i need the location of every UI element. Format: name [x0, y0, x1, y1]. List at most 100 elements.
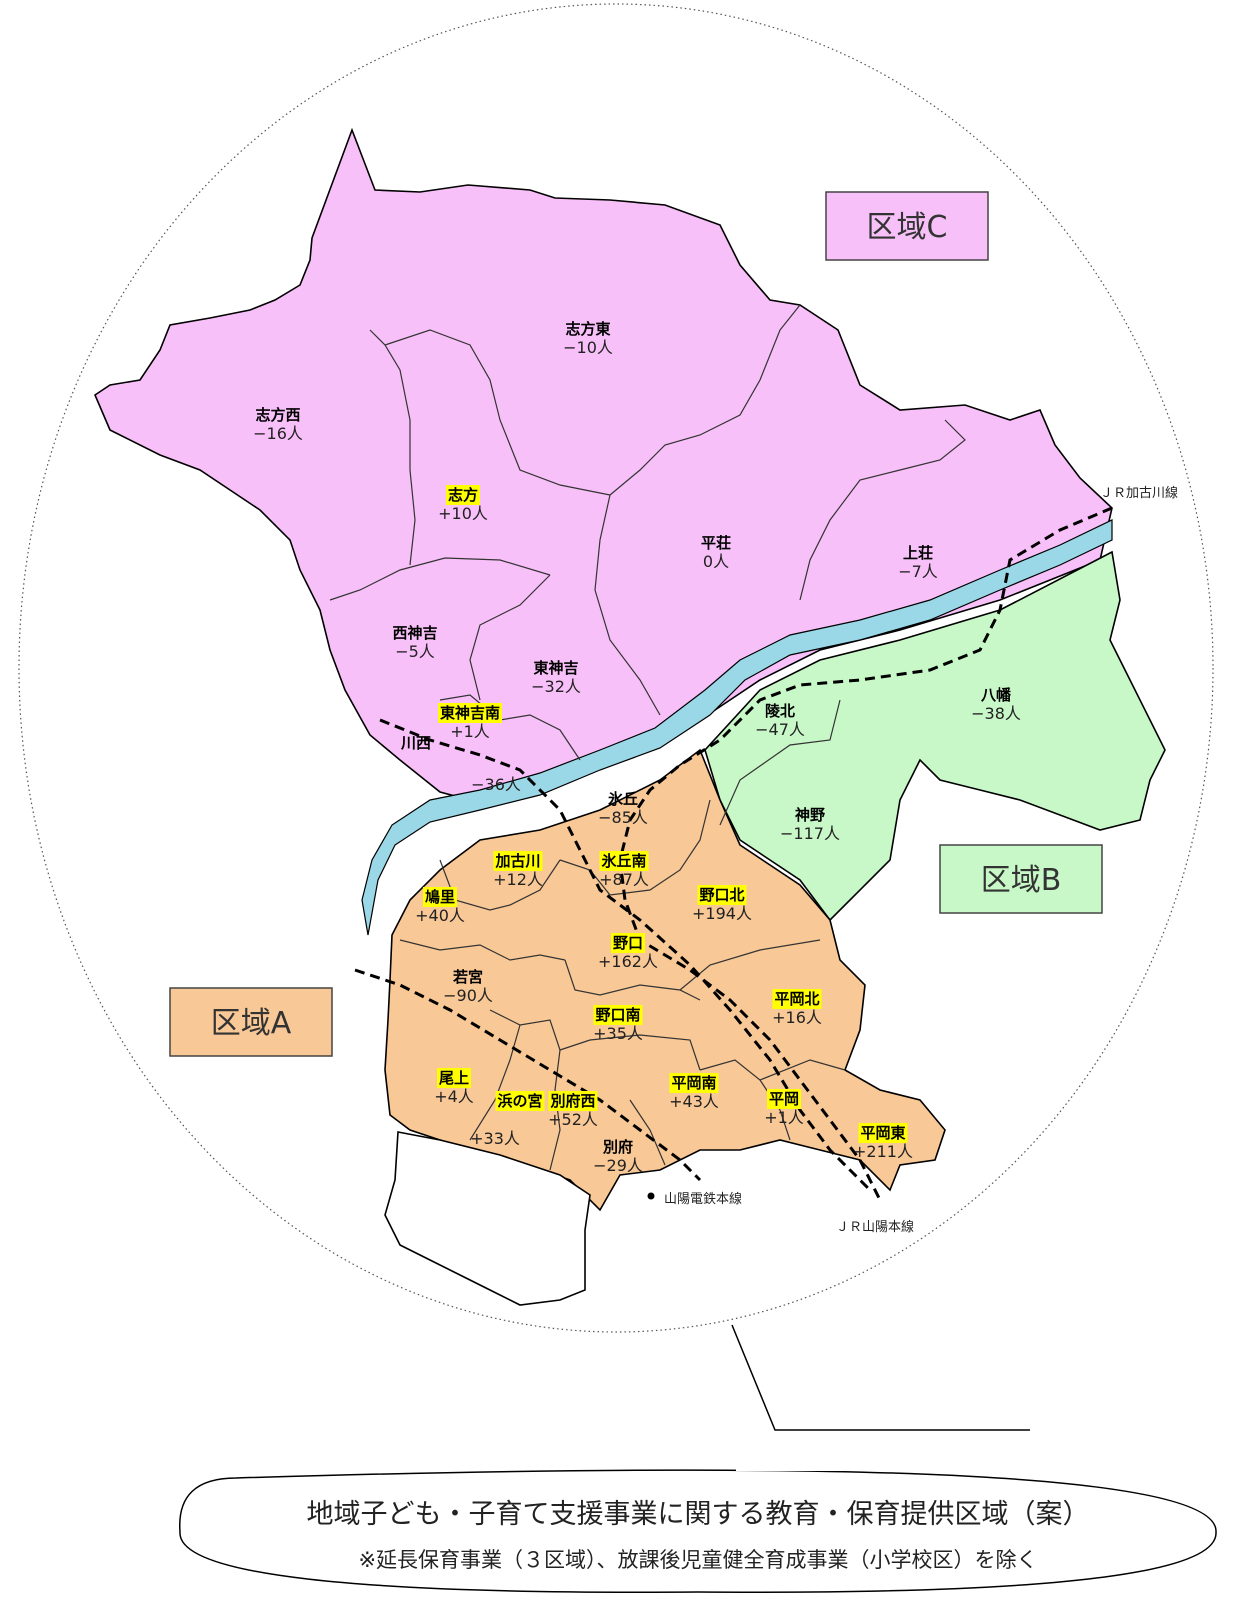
- district-21: 尾上+4人: [434, 1068, 474, 1106]
- district-name: 浜の宮: [497, 1092, 542, 1110]
- zone-a-label: 区域A: [211, 1006, 292, 1041]
- district-value: +16人: [772, 1008, 822, 1027]
- district-name: 西神吉: [392, 624, 437, 642]
- district-name: 陵北: [765, 702, 795, 720]
- district-highlight: [446, 485, 480, 505]
- district-highlight: [599, 851, 649, 871]
- district-highlight: [772, 989, 822, 1009]
- rail-label-jr-sanyo: ＪＲ山陽本線: [836, 1219, 914, 1235]
- district-20: 野口南+35人: [593, 1005, 643, 1043]
- district-name: 川西: [400, 734, 431, 752]
- district-0: 志方東−10人: [563, 320, 613, 357]
- river: [361, 519, 1113, 936]
- district-value: −47人: [755, 720, 805, 739]
- district-value: −5人: [395, 642, 435, 661]
- district-6: 東神吉−32人: [531, 659, 581, 696]
- district-value: +43人: [669, 1092, 719, 1111]
- district-name: 八幡: [980, 686, 1012, 704]
- district-highlight: [548, 1091, 598, 1111]
- district-value: +162人: [598, 952, 658, 971]
- callout-box: [179, 1468, 1217, 1593]
- district-19: 平岡北+16人: [772, 989, 822, 1027]
- district-name: 平岡南: [671, 1074, 716, 1092]
- rail-label-sanyo-dentetsu: 山陽電鉄本線: [664, 1191, 742, 1207]
- district-name: 尾上: [439, 1069, 469, 1087]
- district-name: 氷丘: [608, 790, 638, 808]
- district-12: 氷丘−85人: [598, 790, 648, 827]
- district-highlight: [495, 1091, 545, 1111]
- district-name: 鳩里: [425, 888, 455, 906]
- district-7: 東神吉南+1人: [438, 703, 502, 741]
- district-name: 志方: [448, 486, 478, 504]
- station-marker: [647, 1192, 655, 1200]
- district-16: 鳩里+40人: [415, 887, 465, 925]
- district-name: 野口南: [595, 1006, 640, 1024]
- district-value: +40人: [415, 906, 465, 925]
- district-23: 別府西+52人: [548, 1091, 598, 1129]
- district-22: 浜の宮 +33人: [470, 1091, 545, 1148]
- boundary-circle: [18, 3, 1214, 1333]
- district-13: 加古川+12人: [493, 851, 543, 889]
- district-5: 西神吉−5人: [392, 624, 437, 661]
- district-name: 上荘: [903, 544, 933, 562]
- district-name: 別府: [602, 1138, 633, 1156]
- district-highlight: [697, 885, 747, 905]
- district-name: 志方東: [565, 320, 610, 338]
- zone-b-box: [939, 844, 1103, 914]
- district-name: 東神吉: [533, 659, 578, 677]
- district-9: 八幡−38人: [971, 686, 1021, 723]
- district-name: 平岡東: [860, 1124, 905, 1142]
- district-18: 若宮−90人: [443, 968, 493, 1005]
- district-name: 野口: [613, 934, 643, 952]
- industrial-area: [384, 1131, 591, 1306]
- district-name: 若宮: [452, 968, 483, 986]
- district-value: +1人: [764, 1108, 804, 1127]
- district-value: −16人: [253, 424, 303, 443]
- district-value: +194人: [692, 904, 752, 923]
- district-value: +33人: [470, 1129, 520, 1148]
- rail-kakogawa: [618, 506, 1113, 1201]
- zone-c-label: 区域C: [867, 210, 948, 245]
- district-value: −90人: [443, 986, 493, 1005]
- district-highlight: [767, 1089, 801, 1109]
- district-value: +1人: [450, 722, 490, 741]
- district-2: 志方+10人: [438, 485, 488, 523]
- district-4: 上荘−7人: [898, 544, 938, 581]
- district-1: 志方西−16人: [253, 406, 303, 443]
- district-highlight: [437, 1068, 471, 1088]
- callout-title: 地域子ども・子育て支援事業に関する教育・保育提供区域（案）: [306, 1499, 1090, 1530]
- district-value: −85人: [598, 808, 648, 827]
- district-value: −36人: [471, 775, 521, 794]
- district-value: +4人: [434, 1087, 474, 1106]
- district-15: 野口北+194人: [692, 885, 752, 923]
- district-name: 野口北: [699, 886, 744, 904]
- district-17: 野口+162人: [598, 933, 658, 971]
- district-value: +87人: [599, 870, 649, 889]
- district-value: +35人: [593, 1024, 643, 1043]
- district-name: 加古川: [494, 852, 540, 870]
- district-name: 平岡: [769, 1090, 799, 1108]
- zone-b-label: 区域B: [981, 863, 1062, 898]
- district-value: +52人: [548, 1110, 598, 1129]
- district-14: 氷丘南+87人: [599, 851, 649, 889]
- district-8: 川西 −36人: [400, 734, 521, 794]
- district-highlight: [611, 933, 645, 953]
- district-boundaries: [329, 304, 966, 1171]
- district-value: −10人: [563, 338, 613, 357]
- district-26: 別府−29人: [593, 1138, 643, 1175]
- district-highlight: [438, 703, 502, 723]
- district-value: +10人: [438, 504, 488, 523]
- district-name: 平岡北: [774, 990, 819, 1008]
- district-name: 平荘: [701, 534, 731, 552]
- district-name: 別府西: [549, 1092, 595, 1110]
- district-name: 氷丘南: [601, 852, 646, 870]
- district-10: 陵北−47人: [755, 702, 805, 739]
- district-highlight: [858, 1123, 908, 1143]
- district-11: 神野−117人: [780, 806, 840, 843]
- district-27: 平岡東+211人: [853, 1123, 913, 1161]
- district-25: 平岡+1人: [764, 1089, 804, 1127]
- district-value: −7人: [898, 562, 938, 581]
- callout-note: ※延長保育事業（３区域）、放課後児童健全育成事業（小学校区）を除く: [358, 1548, 1038, 1572]
